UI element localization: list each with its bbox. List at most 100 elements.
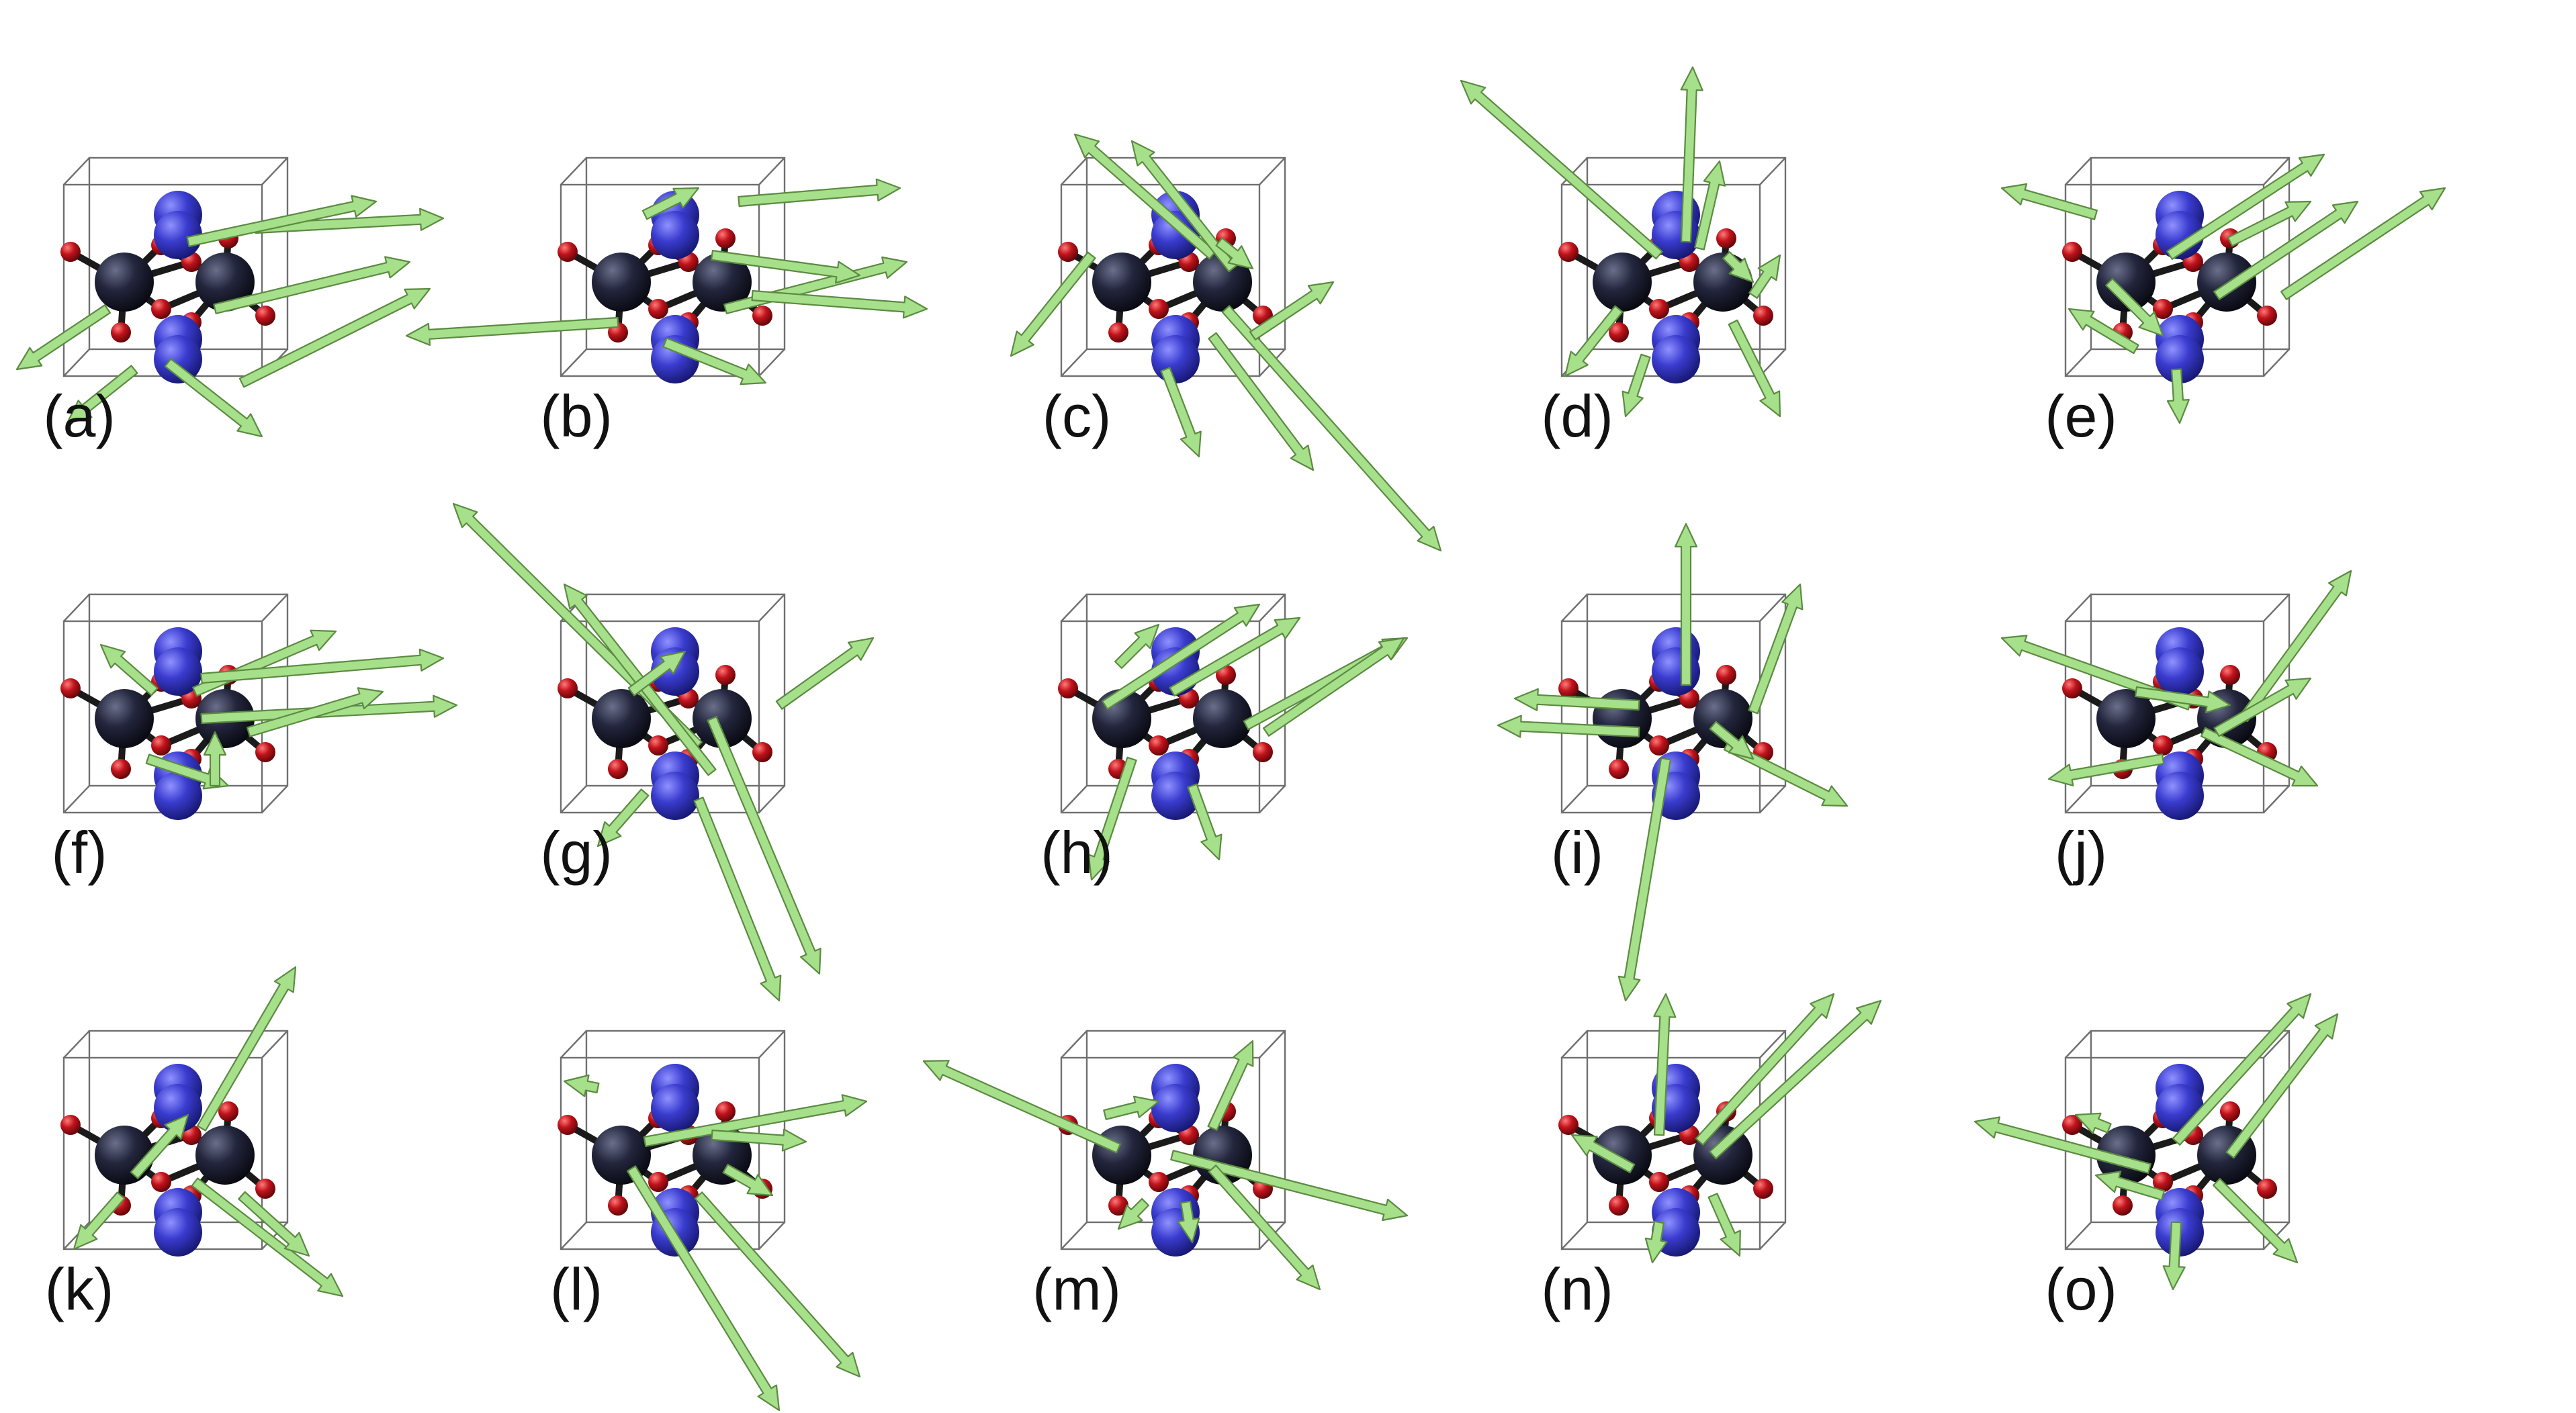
metal-atom [2197, 253, 2256, 312]
cell-edge [1061, 1030, 1087, 1058]
oxygen-atom [752, 306, 772, 326]
displacement-arrow-2 [1208, 1165, 1321, 1291]
metal-atom [1092, 1126, 1151, 1185]
displacement-arrow-4 [1087, 756, 1137, 881]
metal-atom [693, 689, 752, 748]
displacement-arrow-6 [710, 249, 861, 284]
displacement-arrow-1 [641, 187, 700, 220]
panel-m: (m) [922, 1030, 1409, 1322]
cation-atom [1652, 647, 1700, 696]
cation-atom [154, 1208, 202, 1257]
displacement-arrow-4 [1208, 332, 1315, 471]
displacement-vectors [1973, 993, 2339, 1291]
oxygen-atom [60, 242, 81, 262]
metal-atom [95, 1126, 154, 1185]
oxygen-atom [2113, 1195, 2133, 1216]
displacement-arrow-1 [191, 1177, 344, 1297]
panel-label: (l) [550, 1256, 603, 1322]
displacement-vectors [99, 629, 458, 790]
oxygen-atom [752, 742, 772, 762]
oxygen-atom [1609, 322, 1629, 343]
oxygen-atom [558, 242, 578, 262]
panel-label: (h) [1040, 819, 1113, 886]
displacement-arrow-1 [2225, 1013, 2339, 1159]
displacement-arrow-4 [2280, 187, 2446, 300]
cation-atom [2156, 772, 2204, 820]
displacement-arrow-3 [130, 1113, 189, 1179]
displacement-vectors [1087, 603, 1409, 881]
displacement-arrow-4 [238, 287, 431, 388]
cell-edge [1759, 1030, 1786, 1058]
cation-atom [1151, 1084, 1200, 1132]
displacement-arrow-3 [1117, 1197, 1150, 1230]
displacement-arrow-6 [627, 650, 686, 696]
cell-edge [63, 594, 90, 622]
cation-atom [154, 335, 202, 383]
displacement-arrow-6 [1709, 721, 1755, 760]
panel-label: (m) [1032, 1256, 1121, 1322]
displacement-arrow-6 [1114, 623, 1160, 670]
cell-edge [63, 785, 90, 813]
panel-g: (g) [452, 502, 875, 1002]
oxygen-atom [111, 322, 131, 343]
metal-atom [1193, 253, 1252, 312]
oxygen-atom [1558, 1115, 1579, 1135]
panel-label: (f) [51, 819, 107, 886]
cell-edge [1759, 349, 1786, 377]
displacement-arrow-1 [1695, 993, 1835, 1146]
displacement-arrow-0 [1513, 688, 1640, 711]
cation-atom [154, 647, 202, 696]
oxygen-atom [255, 306, 275, 326]
oxygen-atom [2062, 242, 2082, 262]
cation-atom [1151, 335, 1200, 383]
displacement-arrow-1 [626, 1165, 781, 1412]
displacement-arrow-5 [164, 358, 263, 438]
metal-atom [592, 689, 651, 748]
displacement-vectors [1497, 522, 1849, 1002]
displacement-arrow-4 [1707, 1193, 1741, 1257]
cell-edge [63, 1030, 90, 1058]
metal-atom [1193, 689, 1252, 748]
cell-edge [758, 785, 785, 813]
metal-atom [195, 1126, 255, 1185]
oxygen-atom [111, 759, 131, 779]
cell-edge [758, 349, 785, 377]
cell-edge [63, 157, 90, 185]
displacement-vectors [2000, 569, 2352, 787]
displacement-arrow-0 [196, 966, 297, 1132]
displacement-arrow-5 [722, 1163, 774, 1197]
metal-atom [592, 253, 651, 312]
cell-edge [1561, 1222, 1588, 1250]
cell-edge [261, 785, 288, 813]
displacement-arrow-2 [2212, 1177, 2299, 1264]
cell-edge [1259, 1030, 1286, 1058]
oxygen-atom [255, 742, 275, 762]
oxygen-atom [1149, 735, 1169, 756]
panel-label: (e) [2045, 383, 2117, 449]
metal-atom [1693, 689, 1752, 748]
panel-label: (g) [540, 819, 613, 886]
displacement-arrow-3 [707, 716, 821, 975]
oxygen-atom [1149, 299, 1169, 319]
oxygen-atom [1149, 1172, 1169, 1192]
cell-edge [758, 1222, 785, 1250]
oxygen-atom [2153, 1172, 2173, 1192]
cell-edge [560, 1030, 587, 1058]
displacement-arrow-5 [1187, 783, 1223, 861]
panel-l: (l) [550, 1030, 868, 1412]
cell-edge [758, 157, 785, 185]
oxygen-atom [648, 299, 668, 319]
oxygen-atom [255, 1179, 275, 1199]
cell-edge [560, 349, 587, 377]
cell-edge [560, 785, 587, 813]
cell-edge [2065, 594, 2092, 622]
cell-edge [1759, 785, 1786, 813]
displacement-arrow-0 [1102, 603, 1261, 710]
displacement-arrow-3 [1674, 522, 1698, 686]
panel-d: (d) [1460, 66, 1787, 449]
cell-edge [1259, 157, 1286, 185]
cell-edge [2065, 1222, 2092, 1250]
cell-edge [1061, 594, 1087, 622]
displacement-arrow-0 [922, 1060, 1122, 1154]
